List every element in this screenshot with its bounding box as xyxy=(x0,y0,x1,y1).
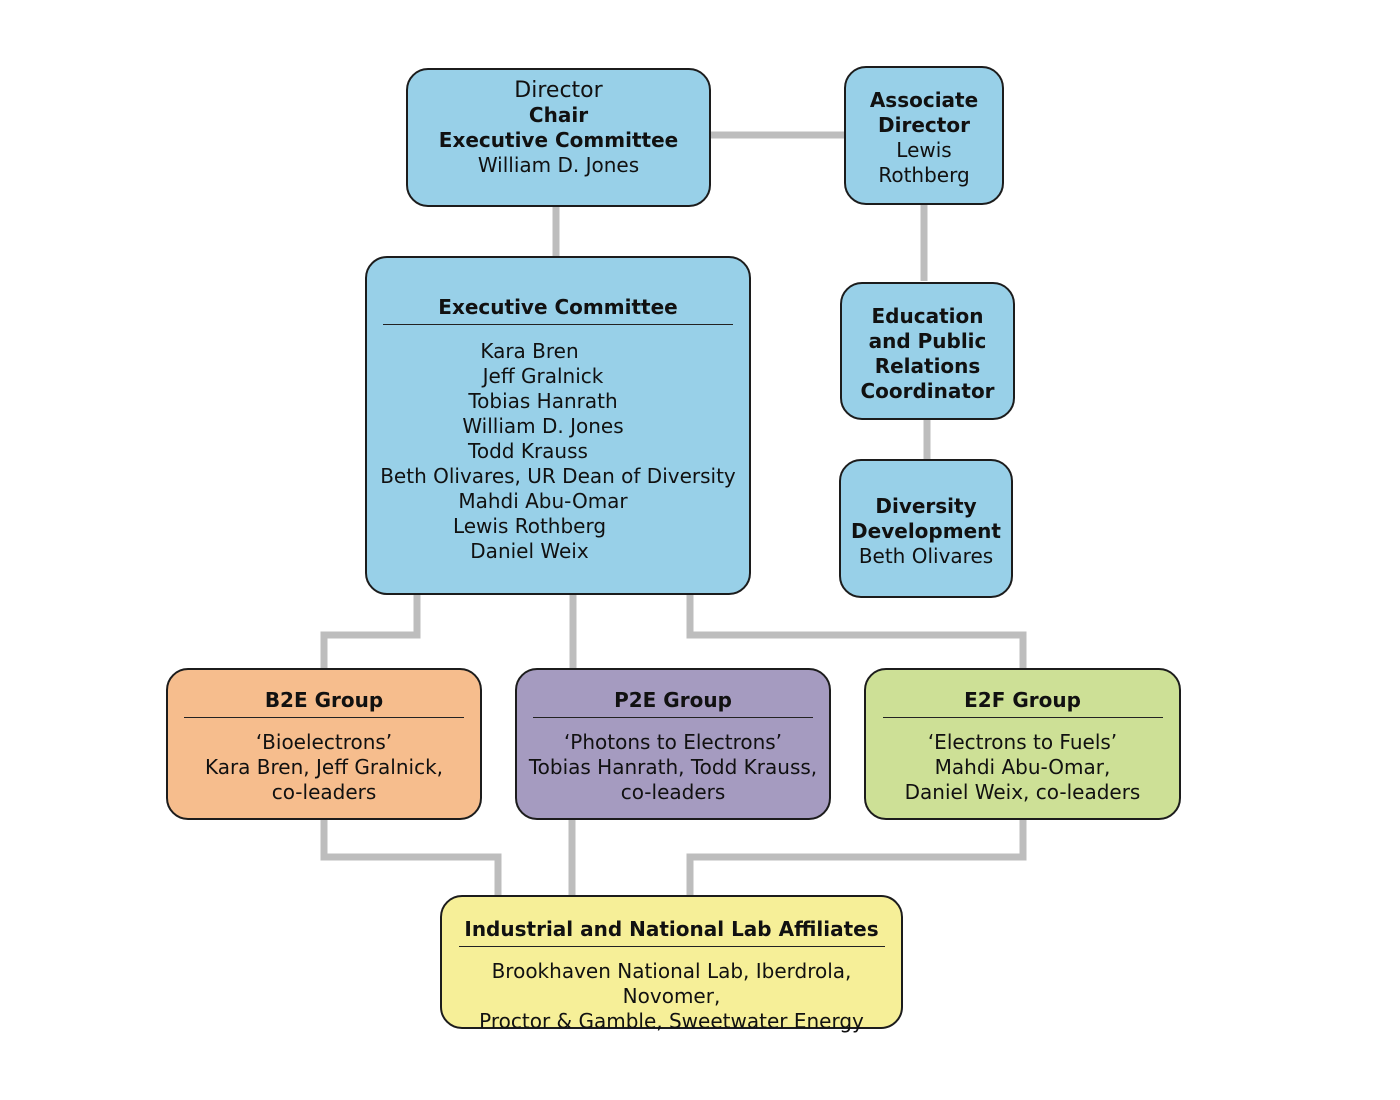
p2e-group-box: P2E Group ‘Photons to Electrons’ Tobias … xyxy=(515,668,831,820)
connector-e2f-affiliates xyxy=(686,819,1027,897)
affiliates-title: Industrial and National Lab Affiliates xyxy=(464,917,879,941)
b2e-subtitle: ‘Bioelectrons’ xyxy=(255,730,393,754)
p2e-title: P2E Group xyxy=(614,688,732,712)
b2e-group-box: B2E Group ‘Bioelectrons’ Kara Bren, Jeff… xyxy=(166,668,482,820)
director-name: William D. Jones xyxy=(477,153,640,177)
director-box: Director Chair Executive Committee Willi… xyxy=(406,68,711,207)
associate-name-last: Rothberg xyxy=(878,163,970,187)
committee-member: Beth Olivares, UR Dean of Diversity xyxy=(380,464,736,488)
b2e-divider xyxy=(184,717,464,718)
affiliates-list-line-1: Brookhaven National Lab, Iberdrola, Novo… xyxy=(491,959,852,1008)
education-coordinator-box: Education and Public Relations Coordinat… xyxy=(840,282,1015,420)
education-line-1: Education xyxy=(871,304,984,328)
committee-member: Tobias Hanrath xyxy=(468,389,618,413)
connector-committee-b2e xyxy=(320,594,421,670)
e2f-leaders: Mahdi Abu-Omar, xyxy=(934,755,1111,779)
director-role-chair: Chair xyxy=(528,103,589,127)
committee-member: Daniel Weix xyxy=(470,539,589,563)
associate-director-box: Associate Director Lewis Rothberg xyxy=(844,66,1004,205)
b2e-leaders: Kara Bren, Jeff Gralnick, xyxy=(204,755,444,779)
e2f-leaders-role: Daniel Weix, co-leaders xyxy=(904,780,1141,804)
diversity-name: Beth Olivares xyxy=(858,544,994,568)
associate-director-label: Director xyxy=(878,113,970,137)
e2f-group-box: E2F Group ‘Electrons to Fuels’ Mahdi Abu… xyxy=(864,668,1181,820)
executive-committee-title: Executive Committee xyxy=(438,295,678,319)
committee-member: Jeff Gralnick xyxy=(482,364,604,388)
committee-member: Todd Krauss xyxy=(468,439,588,463)
executive-committee-box: Executive Committee Kara Bren Jeff Graln… xyxy=(365,256,751,595)
diversity-line-2: Development xyxy=(851,519,1001,543)
education-line-3: Relations xyxy=(874,354,981,378)
committee-member: William D. Jones xyxy=(462,414,624,438)
diversity-development-box: Diversity Development Beth Olivares xyxy=(839,459,1013,598)
director-role-committee: Executive Committee xyxy=(438,128,679,152)
associate-name-first: Lewis xyxy=(896,138,952,162)
p2e-leaders-role: co-leaders xyxy=(620,780,726,804)
p2e-leaders: Tobias Hanrath, Todd Krauss, xyxy=(528,755,818,779)
associate-label: Associate xyxy=(869,88,979,112)
committee-member: Kara Bren xyxy=(480,339,579,363)
director-title: Director xyxy=(514,78,603,103)
education-line-4: Coordinator xyxy=(860,379,995,403)
e2f-subtitle: ‘Electrons to Fuels’ xyxy=(927,730,1118,754)
p2e-subtitle: ‘Photons to Electrons’ xyxy=(563,730,783,754)
committee-member: Mahdi Abu-Omar xyxy=(458,489,628,513)
b2e-leaders-role: co-leaders xyxy=(271,780,377,804)
connector-b2e-affiliates xyxy=(320,819,502,897)
affiliates-divider xyxy=(458,946,885,947)
affiliates-box: Industrial and National Lab Affiliates B… xyxy=(440,895,903,1033)
affiliates-list-line-2: Proctor & Gamble, Sweetwater Energy xyxy=(479,1009,864,1033)
education-line-2: and Public xyxy=(868,329,987,353)
executive-committee-divider xyxy=(383,324,733,325)
diversity-line-1: Diversity xyxy=(875,494,977,518)
e2f-title: E2F Group xyxy=(964,688,1081,712)
committee-member: Lewis Rothberg xyxy=(452,514,607,538)
executive-committee-members: Kara Bren Jeff Gralnick Tobias Hanrath W… xyxy=(380,339,736,564)
connector-committee-e2f xyxy=(686,594,1027,670)
b2e-title: B2E Group xyxy=(264,688,384,712)
e2f-divider xyxy=(882,717,1163,718)
p2e-divider xyxy=(533,717,813,718)
